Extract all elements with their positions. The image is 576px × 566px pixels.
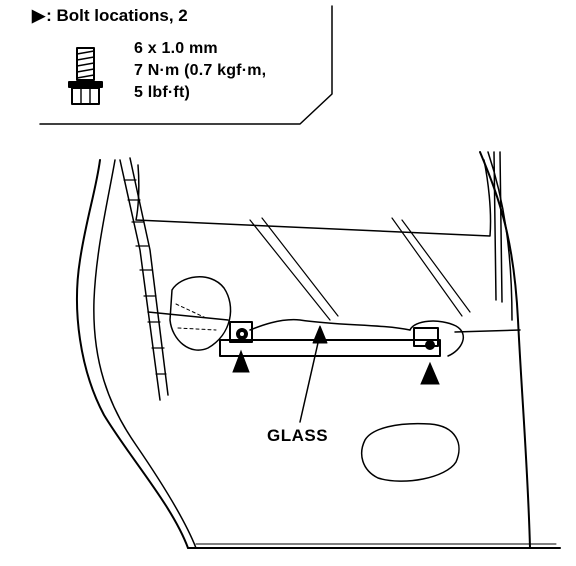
left-mounting-clip [229,321,253,343]
legend-title-text: : Bolt locations, 2 [46,6,188,25]
bolt-location-marker-icon [420,361,440,385]
glass-run-channel [119,157,169,401]
legend-frame [39,5,333,125]
door-inner-edge [93,159,197,549]
glass-reflections [249,217,471,321]
bolt-torque-spec-imperial: 5 lbf·ft) [134,84,191,101]
door-right-frame [493,151,503,303]
service-hole-upper [169,276,232,351]
service-hole-lower [361,422,460,482]
door-right-inner [487,151,513,321]
glass-outline [135,159,492,237]
glass-lift-bracket [219,339,441,357]
bolt-location-marker-icon [232,349,250,373]
legend-title: ▶: Bolt locations, 2 [32,6,188,26]
bolt-location-marker-icon: ▶ [32,6,46,25]
door-panel-line [147,311,521,333]
door-outer-panel [76,159,189,549]
glass-leader-arrowhead [312,325,328,344]
bolt-size-spec: 6 x 1.0 mm [134,40,218,57]
bolt-icon [68,47,103,105]
glass-lower-edge [249,318,411,331]
bolt-torque-spec: 7 N·m (0.7 kgf·m, [134,62,267,79]
right-mounting-clip [413,327,439,347]
glass-leader-line [299,333,321,423]
glass-callout-label: GLASS [267,426,329,445]
door-right-edge [479,151,531,549]
